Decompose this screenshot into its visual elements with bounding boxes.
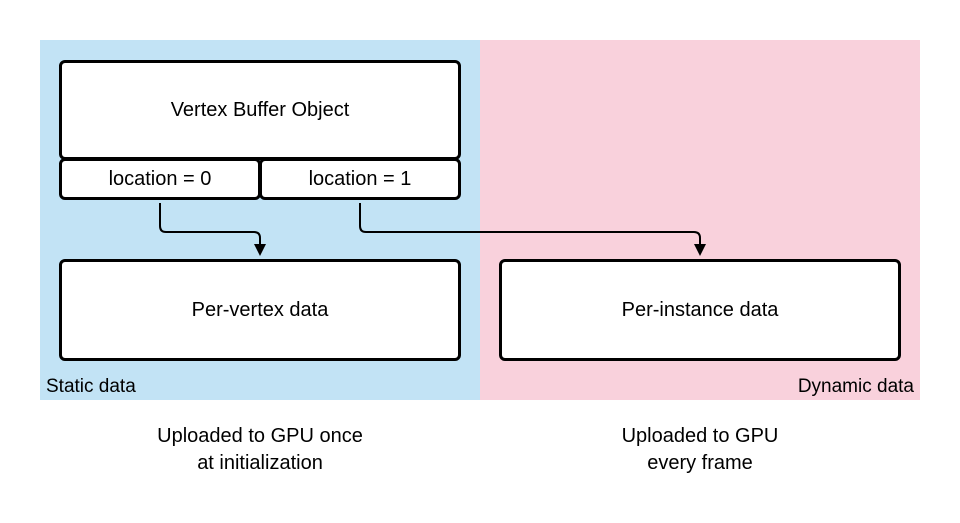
location-1-slot: location = 1 — [259, 158, 461, 200]
static-data-label: Static data — [46, 376, 136, 397]
location-1-label: location = 1 — [308, 167, 412, 190]
static-caption-line-2: at initialization — [197, 452, 323, 474]
location-1-to-per-instance-arrow — [359, 203, 701, 246]
vbo-title: Vertex Buffer Object — [170, 98, 350, 121]
per-instance-label: Per-instance data — [621, 298, 779, 321]
location-0-to-per-vertex-arrow — [159, 203, 261, 246]
dynamic-caption: Uploaded to GPU every frame — [550, 423, 850, 477]
per-instance-arrowhead — [694, 244, 706, 256]
dynamic-data-label: Dynamic data — [797, 376, 914, 397]
location-0-slot: location = 0 — [59, 158, 261, 200]
per-vertex-arrowhead — [254, 244, 266, 256]
per-vertex-data-box: Per-vertex data — [59, 259, 461, 361]
per-vertex-label: Per-vertex data — [191, 298, 329, 321]
vertex-buffer-object-box: Vertex Buffer Object — [59, 60, 461, 160]
static-caption: Uploaded to GPU once at initialization — [110, 423, 410, 477]
dynamic-caption-line-1: Uploaded to GPU — [621, 425, 779, 447]
location-0-label: location = 0 — [108, 167, 212, 190]
dynamic-caption-line-2: every frame — [647, 452, 753, 474]
static-caption-line-1: Uploaded to GPU once — [157, 425, 363, 447]
per-instance-data-box: Per-instance data — [499, 259, 901, 361]
